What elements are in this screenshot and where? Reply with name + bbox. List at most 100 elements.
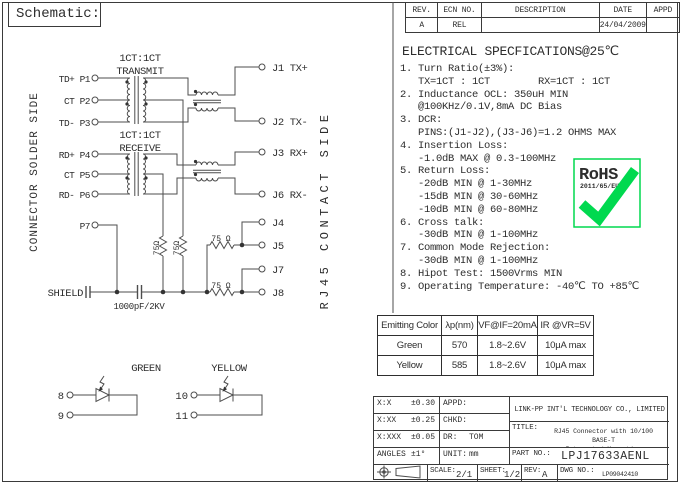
approval-row: DR:TOM [440,431,510,448]
spec-line: 7. Common Mode Rejection: [400,242,551,255]
rev-value: A [542,470,548,480]
led-green-color: Green [377,335,442,356]
ecn-col-header: ECN NO. [437,2,482,18]
approval-row: UNIT:mm [440,448,510,465]
led-yellow-wavelength: 585 [441,355,478,376]
field-label: UNIT: [443,450,468,459]
field-label: APPD: [443,399,468,408]
tol-value: ±0.30 [411,399,436,408]
electrical-specs: ELECTRICAL SPECFICATIONS@25℃ 1. Turn Rat… [400,44,677,293]
spec-line: 2. Inductance OCL: 350uH MIN [400,88,569,101]
part-number: LPJ17633AENL [561,450,650,463]
led-green-ir: 10μA max [537,335,594,356]
dwg-number: LP09042410 [602,471,639,478]
spec-line: -15dB MIN @ 30-60MHz [400,190,539,203]
rev-col-header: REV. [404,2,439,18]
rohs-text: RoHS [579,166,618,185]
rohs-directive: 2011/65/EU [580,183,619,190]
approval-row: APPD: [440,397,510,414]
appd-value [645,17,680,33]
spec-line: PINS:(J1-J2),(J3-J6)=1.2 OHMS MAX [400,126,617,139]
specs-title: ELECTRICAL SPECFICATIONS@25℃ [402,44,619,59]
rohs-frame [573,158,641,228]
led-col-vf: VF@IF=20mA [477,315,538,336]
tol-label: X:XX [377,416,397,425]
spec-line: 6. Cross talk: [400,216,485,229]
led-row-yellow: Yellow 585 1.8~2.6V 10μA max [377,355,594,376]
date-col-header: DATE [598,2,647,18]
part-label: PART NO.: [512,450,551,458]
sheet-value: 1/2 [504,470,521,480]
appd-col-header: APPD [645,2,680,18]
tolerance-row: X:XXX ±0.05 [374,431,440,448]
spec-line: TX=1CT : 1CT RX=1CT : 1CT [400,75,611,88]
revision-table: REV. ECN NO. DESCRIPTION DATE APPD A REL… [404,2,680,33]
description-col-header: DESCRIPTION [480,2,600,18]
rohs-check-icon [578,167,640,227]
tol-label: X:X [377,399,392,408]
spec-line: @100KHz/0.1V,8mA DC Bias [400,101,563,114]
part-number-cell: PART NO.: LPJ17633AENL [510,448,669,465]
sheet-label: SHEET: [480,467,506,475]
dwg-label: DWG NO.: [560,467,595,475]
revision-header-row: REV. ECN NO. DESCRIPTION DATE APPD [404,2,680,18]
scale-label: SCALE: [430,467,456,475]
led-green-wavelength: 570 [441,335,478,356]
led-header-row: Emitting Color λp(nm) VF@IF=20mA IR @VR=… [377,315,594,336]
description-value [480,17,600,33]
tol-value: ±0.05 [411,433,436,442]
revision-data-row: A REL 24/04/2009 [404,17,680,33]
spec-line: -1.0dB MAX @ 0.3-100MHz [400,152,557,165]
led-row-green: Green 570 1.8~2.6V 10μA max [377,335,594,356]
spec-line: -20dB MIN @ 1-30MHz [400,178,533,191]
spec-line: 4. Insertion Loss: [400,139,509,152]
projection-cell [374,465,428,481]
rev-label: REV: [524,467,542,475]
field-value: mm [469,450,479,459]
company-name: LINK-PP INT'L TECHNOLOGY CO., LIMITED [510,397,669,422]
tol-label: X:XXX [377,433,402,442]
drawing-title-line1: RJ45 Connector with 10/100 BASE-T [554,428,653,444]
rohs-logo-svg: RoHS 2011/65/EU [573,158,641,228]
tol-value: ±0.25 [411,416,436,425]
spec-line: 1. Turn Ratio(±3%): [400,63,515,75]
spec-line: -10dB MIN @ 60-80MHz [400,203,539,216]
led-green-vf: 1.8~2.6V [477,335,538,356]
rev-cell: REV: A [522,465,558,481]
projection-symbol-icon [377,465,421,479]
spec-line: -30dB MIN @ 1-100MHz [400,254,539,267]
spec-line: -30dB MIN @ 1-100MHz [400,229,539,242]
spec-line: 5. Return Loss: [400,165,491,178]
date-value: 24/04/2009 [598,17,647,33]
spec-line: 3. DCR: [400,114,443,127]
led-yellow-ir: 10μA max [537,355,594,376]
drawing-title-line2: Integrated Magnetics [543,445,664,447]
field-label: CHKD: [443,416,468,425]
tol-value: ±1° [411,450,426,459]
dwg-cell: DWG NO.: LP09042410 [558,465,669,481]
led-yellow-color: Yellow [377,355,442,376]
field-label: DR: [443,433,458,442]
title-block: X:X±0.30 X:XX±0.25 X:XXX±0.05 ANGLES±1° … [373,396,669,481]
scale-value: 2/1 [456,470,473,480]
sheet-cell: SHEET: 1/2 [478,465,522,481]
tolerance-row: X:XX ±0.25 [374,414,440,431]
scale-cell: SCALE: 2/1 [428,465,478,481]
ecn-value: REL [437,17,482,33]
title-label: TITLE: [512,424,538,432]
tol-label: ANGLES [377,450,406,459]
led-col-wavelength: λp(nm) [441,315,478,336]
approval-row: CHKD: [440,414,510,431]
rohs-logo: RoHS 2011/65/EU [573,158,641,228]
tolerance-row: X:X ±0.30 [374,397,440,414]
tolerance-row: ANGLES ±1° [374,448,440,465]
led-col-ir: IR @VR=5V [537,315,594,336]
led-table: Emitting Color λp(nm) VF@IF=20mA IR @VR=… [377,315,594,376]
led-col-color: Emitting Color [377,315,442,336]
spec-line: 9. Operating Temperature: -40℃ TO +85℃ [400,280,640,293]
rev-value: A [404,17,439,33]
schematic-title-box: Schematic: [8,2,101,27]
spec-line: 8. Hipot Test: 1500Vrms MIN [400,267,563,280]
